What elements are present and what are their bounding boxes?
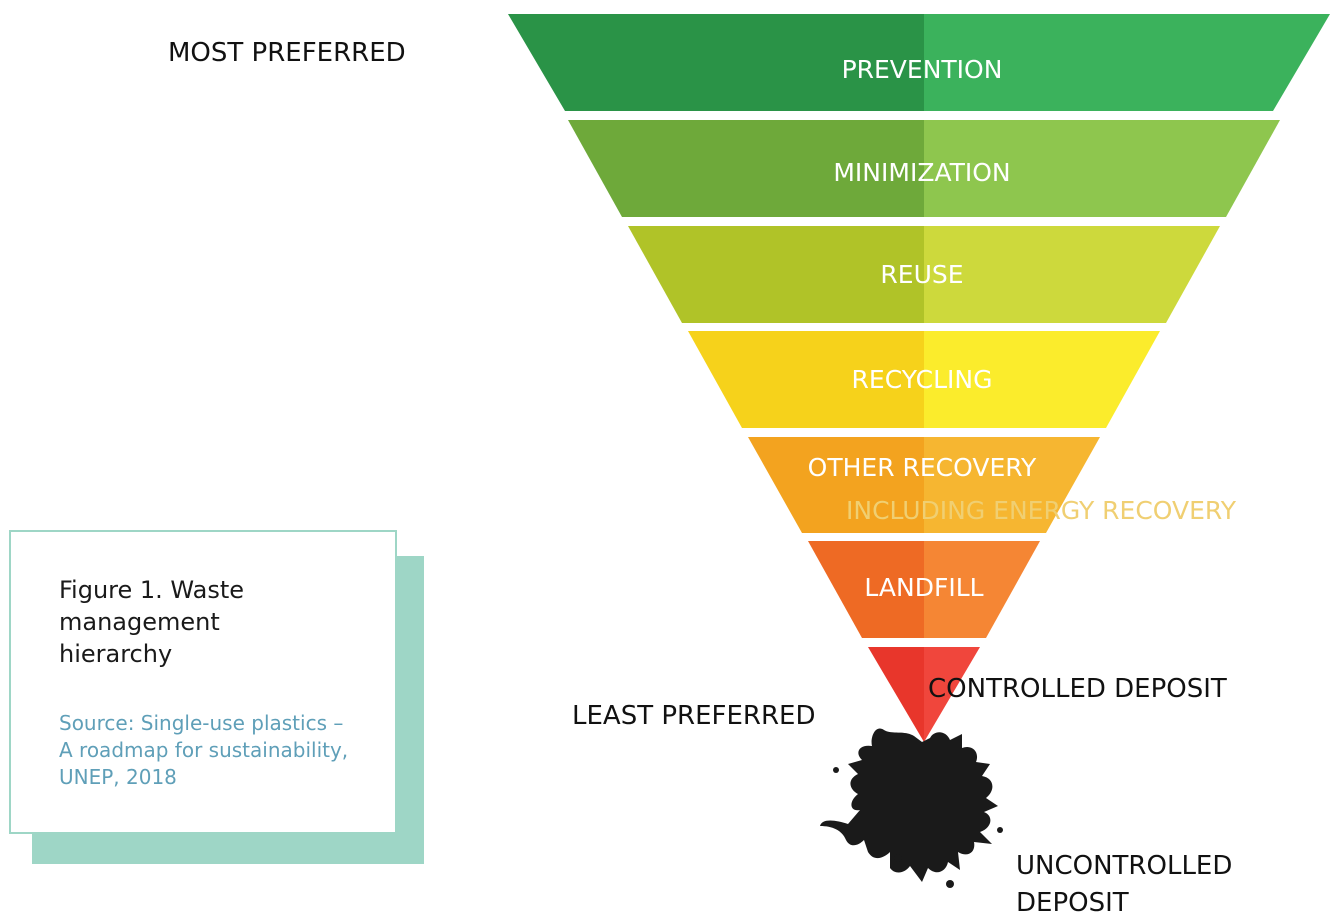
tier-other-recovery-label: OTHER RECOVERY bbox=[808, 453, 1037, 482]
tier-minimization: MINIMIZATION bbox=[568, 120, 1280, 217]
tier-reuse-left bbox=[628, 226, 924, 323]
tier-recycling-right bbox=[924, 331, 1160, 428]
tier-reuse-right bbox=[924, 226, 1220, 323]
tier-other-recovery: OTHER RECOVERY bbox=[748, 437, 1100, 533]
tier-minimization-right bbox=[924, 120, 1280, 217]
tier-minimization-left bbox=[568, 120, 924, 217]
tier-controlled-deposit-left bbox=[868, 647, 924, 742]
least-preferred-label: LEAST PREFERRED bbox=[572, 701, 816, 731]
tier-other-recovery-left bbox=[748, 437, 924, 533]
tier-landfill-left bbox=[808, 541, 924, 638]
tier-landfill-label: LANDFILL bbox=[864, 573, 983, 602]
tier-prevention: PREVENTION bbox=[508, 14, 1330, 111]
uncontrolled-deposit-line2: DEPOSIT bbox=[1016, 888, 1129, 918]
controlled-deposit-label: CONTROLLED DEPOSIT bbox=[928, 674, 1227, 704]
tier-recycling: RECYCLING bbox=[688, 331, 1160, 428]
caption-box: Figure 1. Waste management hierarchy Sou… bbox=[9, 530, 397, 834]
uncontrolled-deposit-splat-icon bbox=[820, 728, 1003, 888]
tier-controlled-deposit-right bbox=[924, 647, 980, 742]
uncontrolled-deposit-line1: UNCONTROLLED bbox=[1016, 851, 1233, 881]
tier-prevention-left bbox=[508, 14, 924, 111]
tier-controlled-deposit bbox=[868, 647, 980, 742]
tier-other-recovery-label-line2: INCLUDING ENERGY RECOVERY bbox=[846, 496, 1237, 525]
figure-source: Source: Single-use plastics – A roadmap … bbox=[59, 711, 349, 789]
tier-reuse-label: REUSE bbox=[880, 260, 963, 289]
tier-landfill-right bbox=[924, 541, 1040, 638]
tier-prevention-right bbox=[924, 14, 1330, 111]
uncontrolled-deposit-label: UNCONTROLLED DEPOSIT bbox=[1016, 848, 1232, 922]
figure-title: Figure 1. Waste management hierarchy bbox=[59, 576, 245, 668]
tier-prevention-label: PREVENTION bbox=[842, 55, 1003, 84]
tier-recycling-label: RECYCLING bbox=[852, 365, 993, 394]
tier-recycling-left bbox=[688, 331, 924, 428]
tier-other-recovery-right bbox=[924, 437, 1100, 533]
tier-minimization-label: MINIMIZATION bbox=[833, 158, 1010, 187]
tier-landfill: LANDFILL bbox=[808, 541, 1040, 638]
tier-reuse: REUSE bbox=[628, 226, 1220, 323]
most-preferred-label: MOST PREFERRED bbox=[168, 38, 406, 68]
